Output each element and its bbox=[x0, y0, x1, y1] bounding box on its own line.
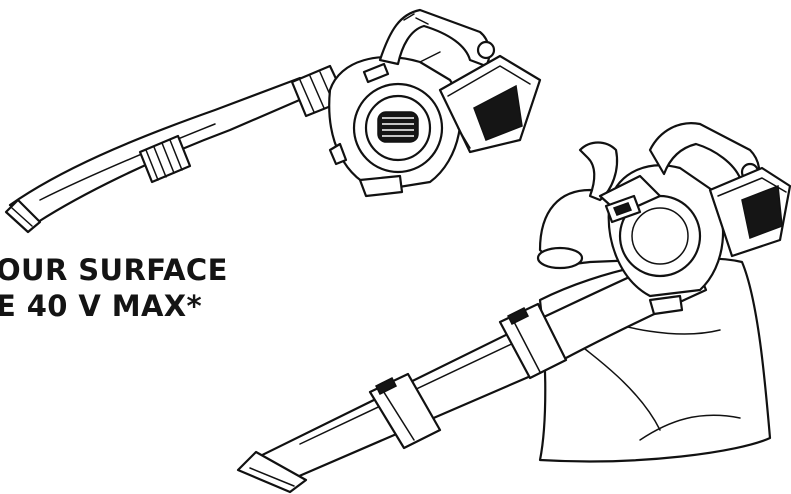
battery-pack bbox=[438, 54, 542, 154]
headline: OUR SURFACE E 40 V MAX* bbox=[0, 252, 228, 324]
headline-line-2: E 40 V MAX* bbox=[0, 289, 203, 323]
fan-grille bbox=[352, 82, 444, 174]
tube-coupling bbox=[138, 134, 192, 184]
headline-line-1: OUR SURFACE bbox=[0, 253, 228, 287]
